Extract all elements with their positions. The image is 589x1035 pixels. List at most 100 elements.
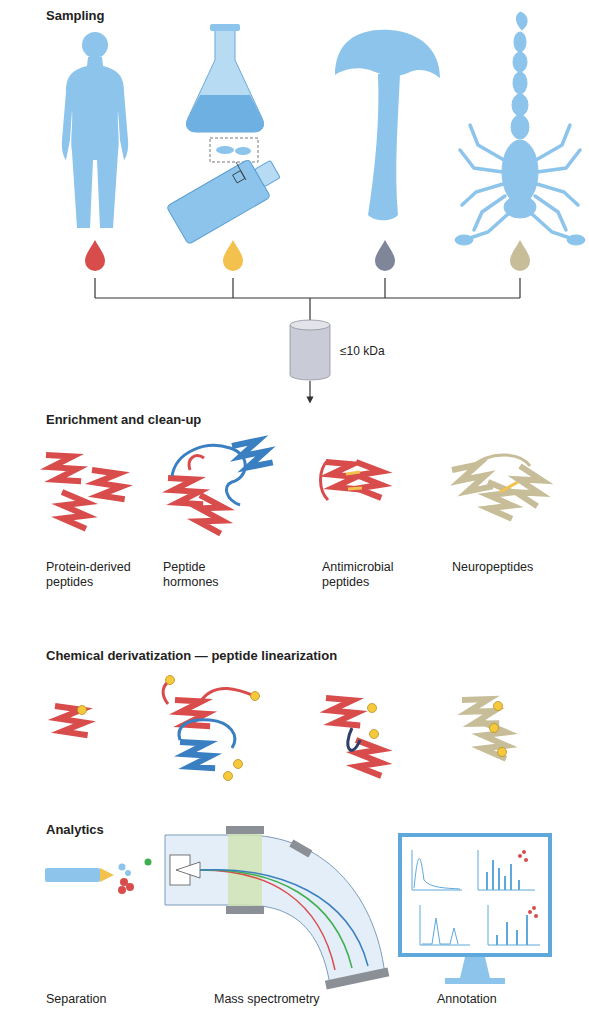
scorpion — [532, 214, 570, 238]
separation-column — [125, 870, 131, 876]
scorpion — [537, 150, 580, 172]
scorpion — [514, 32, 526, 52]
protein-derived-peptides — [46, 450, 125, 529]
peptide-class-label: Antimicrobial peptides — [322, 560, 404, 590]
cylinder-outline — [290, 320, 330, 380]
linearized-peptide — [55, 703, 88, 737]
culture-flask — [186, 30, 263, 132]
linearized-peptide — [234, 760, 243, 769]
annotation-monitor — [534, 914, 538, 918]
antimicrobial-peptides — [321, 460, 329, 500]
mass-spectrometer — [200, 870, 352, 968]
annotation-monitor — [486, 860, 528, 945]
sample-drop — [85, 240, 105, 271]
annotation-monitor — [412, 850, 462, 890]
culture-flask — [166, 159, 270, 245]
cylinder-body — [290, 325, 330, 380]
annotation-monitor — [516, 930, 518, 945]
separation-column — [145, 859, 152, 866]
linearized-peptide — [368, 704, 377, 713]
annotation-monitor — [504, 876, 506, 890]
scorpion — [513, 52, 527, 72]
scorpion — [460, 150, 503, 172]
cylinder-top — [290, 320, 330, 330]
human-silhouette — [82, 32, 108, 58]
mass-spectrometer — [289, 840, 312, 858]
scorpion — [455, 12, 585, 245]
peptide-hormones — [232, 433, 273, 475]
linearized-peptide — [476, 722, 511, 759]
annotation-monitor — [400, 835, 550, 984]
linearized-peptide — [200, 688, 255, 702]
scorpion — [513, 72, 527, 94]
annotation-monitor — [528, 910, 532, 914]
linearized-peptide — [251, 692, 260, 701]
scorpion — [535, 196, 566, 230]
scorpion — [470, 214, 508, 238]
sample-drop — [85, 240, 530, 271]
merge-line — [95, 278, 520, 400]
mass-spectrometer — [289, 840, 312, 858]
annotation-monitor — [422, 918, 458, 944]
mass-spectrometer — [325, 967, 389, 989]
culture-flask — [255, 160, 281, 186]
scorpion — [512, 94, 528, 116]
mushroom — [335, 30, 440, 78]
mass-spectrometer — [165, 826, 389, 990]
annotation-monitor — [518, 850, 538, 918]
merge-line — [94, 278, 95, 298]
neuropeptides — [482, 482, 517, 519]
merge-line — [232, 278, 233, 298]
protein-derived-peptides — [56, 492, 91, 529]
section-heading: Analytics — [46, 822, 104, 837]
separation-column — [119, 864, 126, 871]
linearized-peptide — [166, 676, 175, 685]
linearized-peptide — [179, 720, 235, 748]
peptide-hormones — [189, 456, 204, 470]
annotation-monitor — [478, 850, 535, 890]
peptide-hormones — [192, 495, 229, 534]
mass-spectrometer — [200, 870, 335, 970]
scorpion — [474, 196, 505, 230]
linearized-peptide — [462, 692, 512, 758]
step-label: Mass spectrometry — [214, 992, 354, 1007]
annotation-monitor — [445, 978, 505, 984]
step-label: Separation — [46, 992, 146, 1007]
neuropeptides — [452, 455, 548, 519]
separation-column — [126, 883, 134, 891]
merge-line — [309, 298, 310, 320]
culture-flask — [233, 171, 245, 183]
neuropeptides — [470, 455, 530, 468]
culture-flask — [236, 162, 246, 180]
scorpion — [516, 12, 527, 30]
peptide-hormones — [168, 433, 273, 533]
culture-flask — [166, 24, 286, 245]
annotation-monitor — [522, 850, 526, 854]
linearized-peptide — [498, 748, 507, 757]
merge-line — [309, 381, 310, 400]
culture-flask — [216, 146, 234, 154]
mushroom — [335, 30, 440, 220]
filter-cylinder: ≤10 kDa — [290, 320, 330, 380]
mushroom — [368, 74, 400, 220]
annotation-monitor — [506, 922, 508, 945]
annotation-monitor — [486, 872, 488, 890]
antimicrobial-peptides — [348, 488, 362, 489]
mass-spectrometer — [165, 835, 385, 985]
mass-spectrometer — [226, 906, 264, 914]
mass-spectrometer — [226, 826, 264, 834]
node-label: ≤10 kDa — [340, 344, 385, 358]
annotation-monitor — [532, 906, 536, 910]
linearized-peptide — [326, 694, 360, 730]
merge-line — [519, 278, 520, 298]
annotation-monitor — [524, 858, 528, 862]
annotation-monitor — [420, 905, 470, 945]
annotation-monitor — [496, 935, 498, 945]
annotation-monitor — [488, 905, 540, 945]
section-heading: Enrichment and clean-up — [46, 412, 201, 427]
sample-drop — [510, 240, 530, 271]
linearized-peptide — [224, 772, 233, 781]
antimicrobial-peptides — [321, 458, 386, 500]
